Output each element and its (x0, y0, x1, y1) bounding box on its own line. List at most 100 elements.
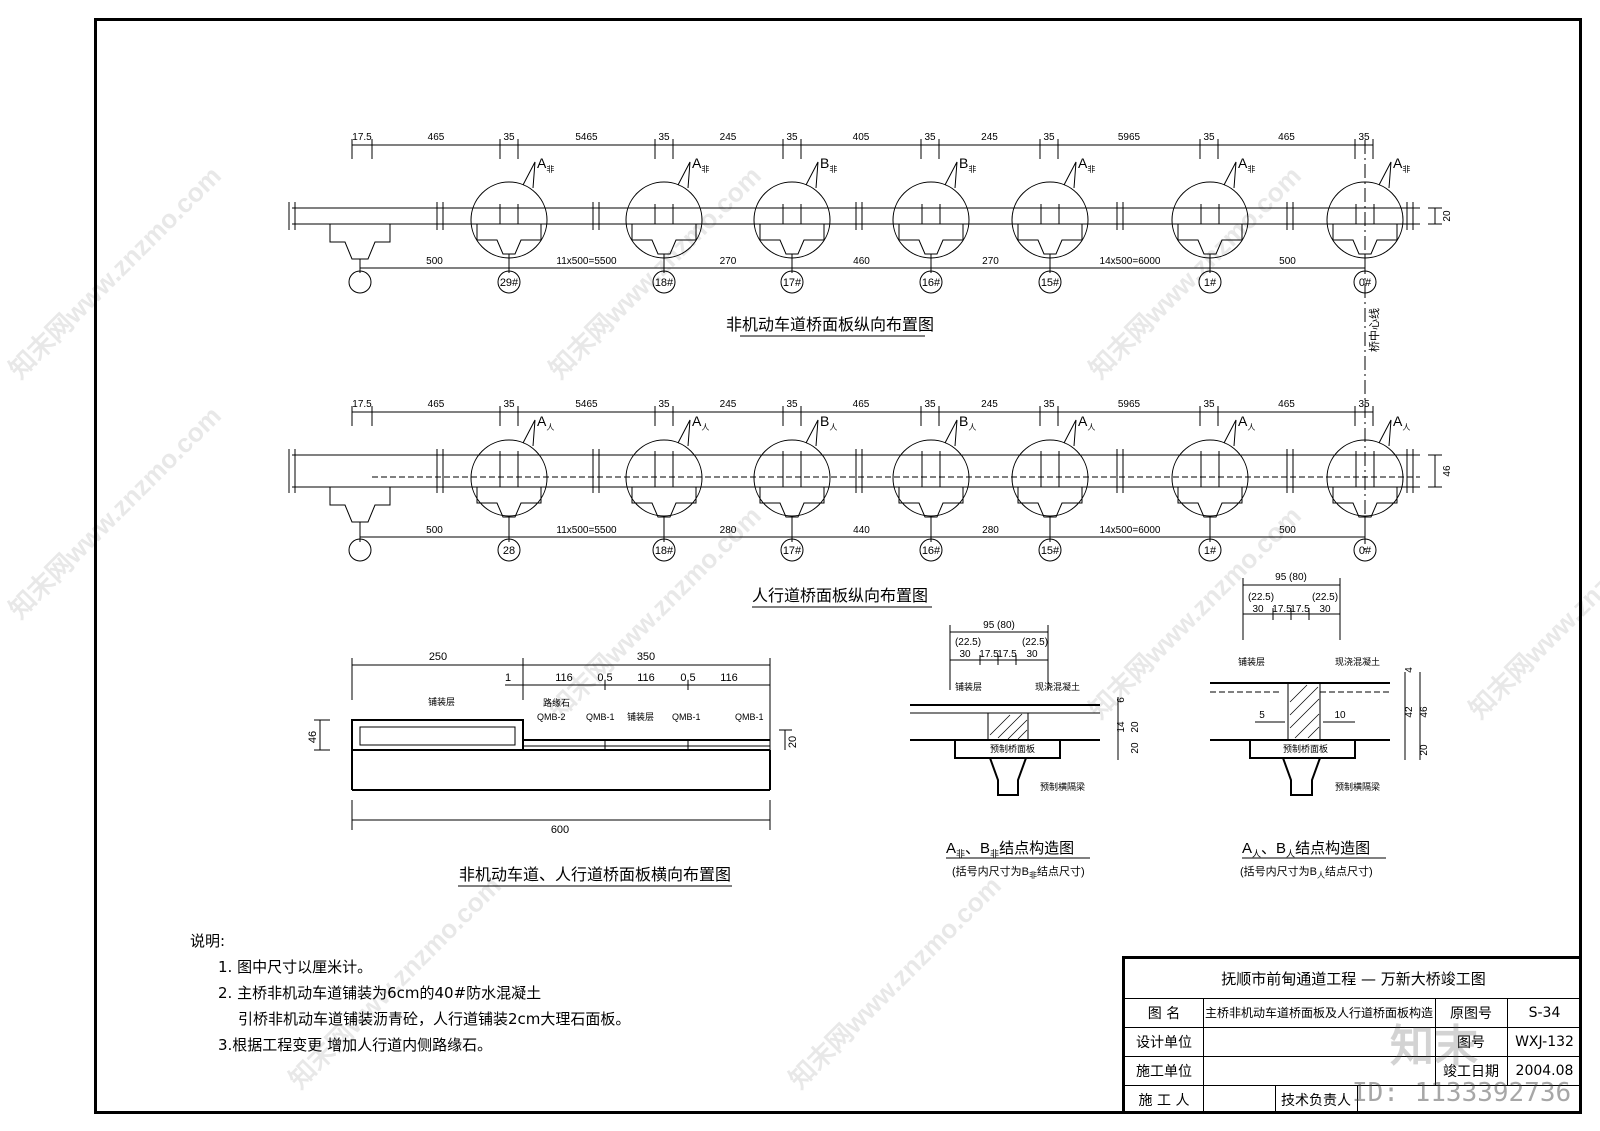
node-label-sub: 非 (1087, 164, 1095, 174)
node-label: A非 (537, 155, 554, 174)
dim-label: 11x500=5500 (556, 256, 617, 267)
node-label-letter: A (692, 155, 702, 171)
svg-text:1: 1 (505, 672, 511, 684)
drawing-name-row: 图 名 主桥非机动车道桥面板及人行道桥面板构造 原图号 S-34 (1125, 998, 1582, 1028)
node-label: A人 (1078, 413, 1095, 432)
title-block: 抚顺市前甸通道工程 — 万新大桥竣工图 图 名 主桥非机动车道桥面板及人行道桥面… (1122, 956, 1582, 1114)
svg-text:QMB-1: QMB-1 (672, 712, 701, 722)
detail-sidewalk-labels: 铺装层 现浇混凝土 预制桥面板 预制横隔梁 (1238, 656, 1380, 792)
svg-text:铺装层: 铺装层 (627, 711, 654, 722)
svg-text:20: 20 (1419, 744, 1430, 756)
detail-non-motor (910, 625, 1119, 796)
dim-label: 35 (924, 132, 936, 143)
node-label: B非 (820, 155, 837, 174)
dim-label: 245 (720, 132, 737, 143)
node-label-sub: 非 (1247, 164, 1255, 174)
orig-no-label: 原图号 (1435, 998, 1508, 1027)
dim-label: 5465 (575, 132, 598, 143)
dim-label: 35 (1043, 132, 1055, 143)
svg-text:116: 116 (555, 672, 573, 684)
svg-text:0.5: 0.5 (597, 672, 612, 684)
dim-label: 17.5 (352, 132, 372, 143)
dim-label: 460 (853, 256, 870, 267)
dim-label: 35 (1203, 399, 1215, 410)
node-label-sub: 人 (1087, 423, 1095, 432)
construction-unit-row: 施工单位 竣工日期 2004.08 (1125, 1056, 1582, 1086)
dim-label: 35 (1358, 399, 1370, 410)
construction-unit-value (1203, 1056, 1436, 1085)
dim-label: 465 (428, 399, 445, 410)
svg-text:20: 20 (1130, 721, 1141, 733)
svg-text:现浇混凝土: 现浇混凝土 (1335, 656, 1380, 667)
cross-section-labels: 铺装层 路缘石 QMB-2 QMB-1 铺装层 QMB-1 QMB-1 (428, 696, 764, 722)
drawing-name: 主桥非机动车道桥面板及人行道桥面板构造 (1203, 998, 1436, 1027)
svg-text:现浇混凝土: 现浇混凝土 (1035, 681, 1080, 692)
dim-label: 500 (1279, 256, 1296, 267)
note-item: 3.根据工程变更 增加人行道内侧路缘石。 (218, 1036, 493, 1054)
node-label: A非 (1238, 155, 1255, 174)
dim-label: 500 (1279, 525, 1296, 536)
centerline-label: 桥中心线 (1367, 308, 1381, 352)
pier-label: 17# (783, 545, 802, 557)
callout-tail (522, 161, 536, 189)
detail-sidewalk-title: A人、B人结点构造图 (括号内尺寸为B人结点尺寸) (1240, 840, 1386, 880)
detail-sidewalk (1210, 578, 1421, 796)
node-label-letter: B (959, 155, 968, 171)
svg-text:铺装层: 铺装层 (1238, 656, 1265, 667)
node-label-letter: A (1238, 155, 1248, 171)
completion-date: 2004.08 (1515, 1062, 1574, 1079)
detail-sidewalk-dims: 95 (80) (22.5) (22.5) 30 17.5 17.5 30 4 … (1248, 572, 1430, 756)
detail-non-motor-hatch (989, 713, 1028, 740)
node-label: A非 (1078, 155, 1095, 174)
svg-text:14: 14 (1116, 721, 1127, 733)
svg-text:42: 42 (1404, 706, 1415, 718)
builder-label: 施 工 人 (1125, 1085, 1204, 1114)
node-label: A非 (1393, 155, 1410, 174)
callout-tail (677, 161, 691, 189)
svg-text:预制桥面板: 预制桥面板 (1283, 743, 1328, 754)
drawing-name-label: 图 名 (1125, 998, 1204, 1027)
builder-value (1203, 1085, 1276, 1114)
svg-text:预制横隔梁: 预制横隔梁 (1040, 781, 1085, 792)
brand-watermark: 知末 (1390, 1021, 1478, 1072)
node-label-sub: 人 (1247, 423, 1255, 432)
dim-label: 245 (981, 399, 998, 410)
svg-text:(括号内尺寸为B非结点尺寸): (括号内尺寸为B非结点尺寸) (952, 864, 1085, 880)
svg-text:20: 20 (787, 736, 799, 748)
node-detail-circle (892, 439, 970, 517)
node-label: B人 (820, 413, 837, 432)
svg-text:250: 250 (429, 651, 447, 663)
note-item: 引桥非机动车道铺装沥青砼，人行道铺装2cm大理石面板。 (238, 1010, 631, 1028)
dim-label: 245 (981, 132, 998, 143)
pier-label: 16# (922, 545, 941, 557)
detail-non-motor-dims: 95 (80) (22.5) (22.5) 30 17.5 17.5 30 6 … (955, 620, 1141, 754)
svg-text:6: 6 (1116, 697, 1127, 703)
dim-label: 35 (1358, 132, 1370, 143)
pier-label: 1# (1204, 277, 1217, 289)
svg-text:30: 30 (1026, 649, 1038, 660)
svg-text:10: 10 (1334, 710, 1346, 721)
svg-text:30: 30 (1319, 604, 1331, 615)
tech-lead-label: 技术负责人 (1275, 1085, 1358, 1114)
svg-text:17.5: 17.5 (979, 649, 999, 660)
svg-text:350: 350 (637, 651, 655, 663)
sheet-frame (94, 18, 1582, 1114)
svg-text:预制桥面板: 预制桥面板 (990, 743, 1035, 754)
dim-label: 35 (1203, 132, 1215, 143)
svg-text:预制横隔梁: 预制横隔梁 (1335, 781, 1380, 792)
svg-text:路缘石: 路缘石 (543, 697, 570, 708)
callout-tail (1223, 161, 1237, 189)
node-detail-circle (753, 439, 831, 517)
svg-text:QMB-1: QMB-1 (586, 712, 615, 722)
callout-tail (677, 419, 691, 447)
node-label-sub: 人 (546, 423, 554, 432)
dim-label: 35 (503, 399, 515, 410)
dim-label: 5465 (575, 399, 598, 410)
node-label-sub: 人 (829, 423, 837, 432)
cross-section-dims: 250 350 1 116 0.5 116 0.5 116 600 46 20 (307, 651, 799, 836)
callout-tail (1063, 161, 1077, 189)
node-label-letter: A (1078, 413, 1088, 429)
node-label-sub: 人 (701, 423, 709, 432)
pier-label: 0# (1359, 277, 1372, 289)
cross-section (314, 658, 792, 830)
